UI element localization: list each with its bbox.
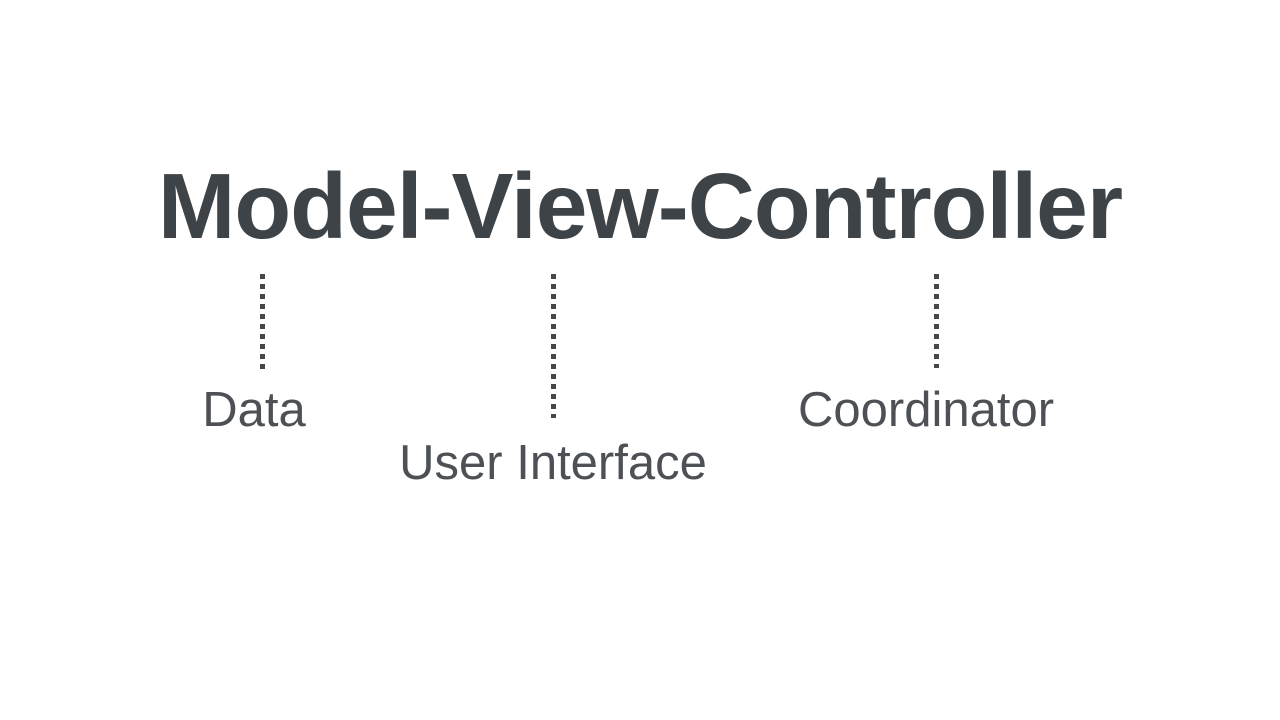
dotted-connector-model [260,274,265,369]
dotted-connector-controller [934,274,939,368]
label-controller-coordinator: Coordinator [797,383,1055,437]
dotted-connector-view [551,274,556,418]
label-model-data: Data [202,383,306,437]
diagram-title: Model-View-Controller [157,154,1123,258]
label-view-user-interface: User Interface [399,436,707,490]
